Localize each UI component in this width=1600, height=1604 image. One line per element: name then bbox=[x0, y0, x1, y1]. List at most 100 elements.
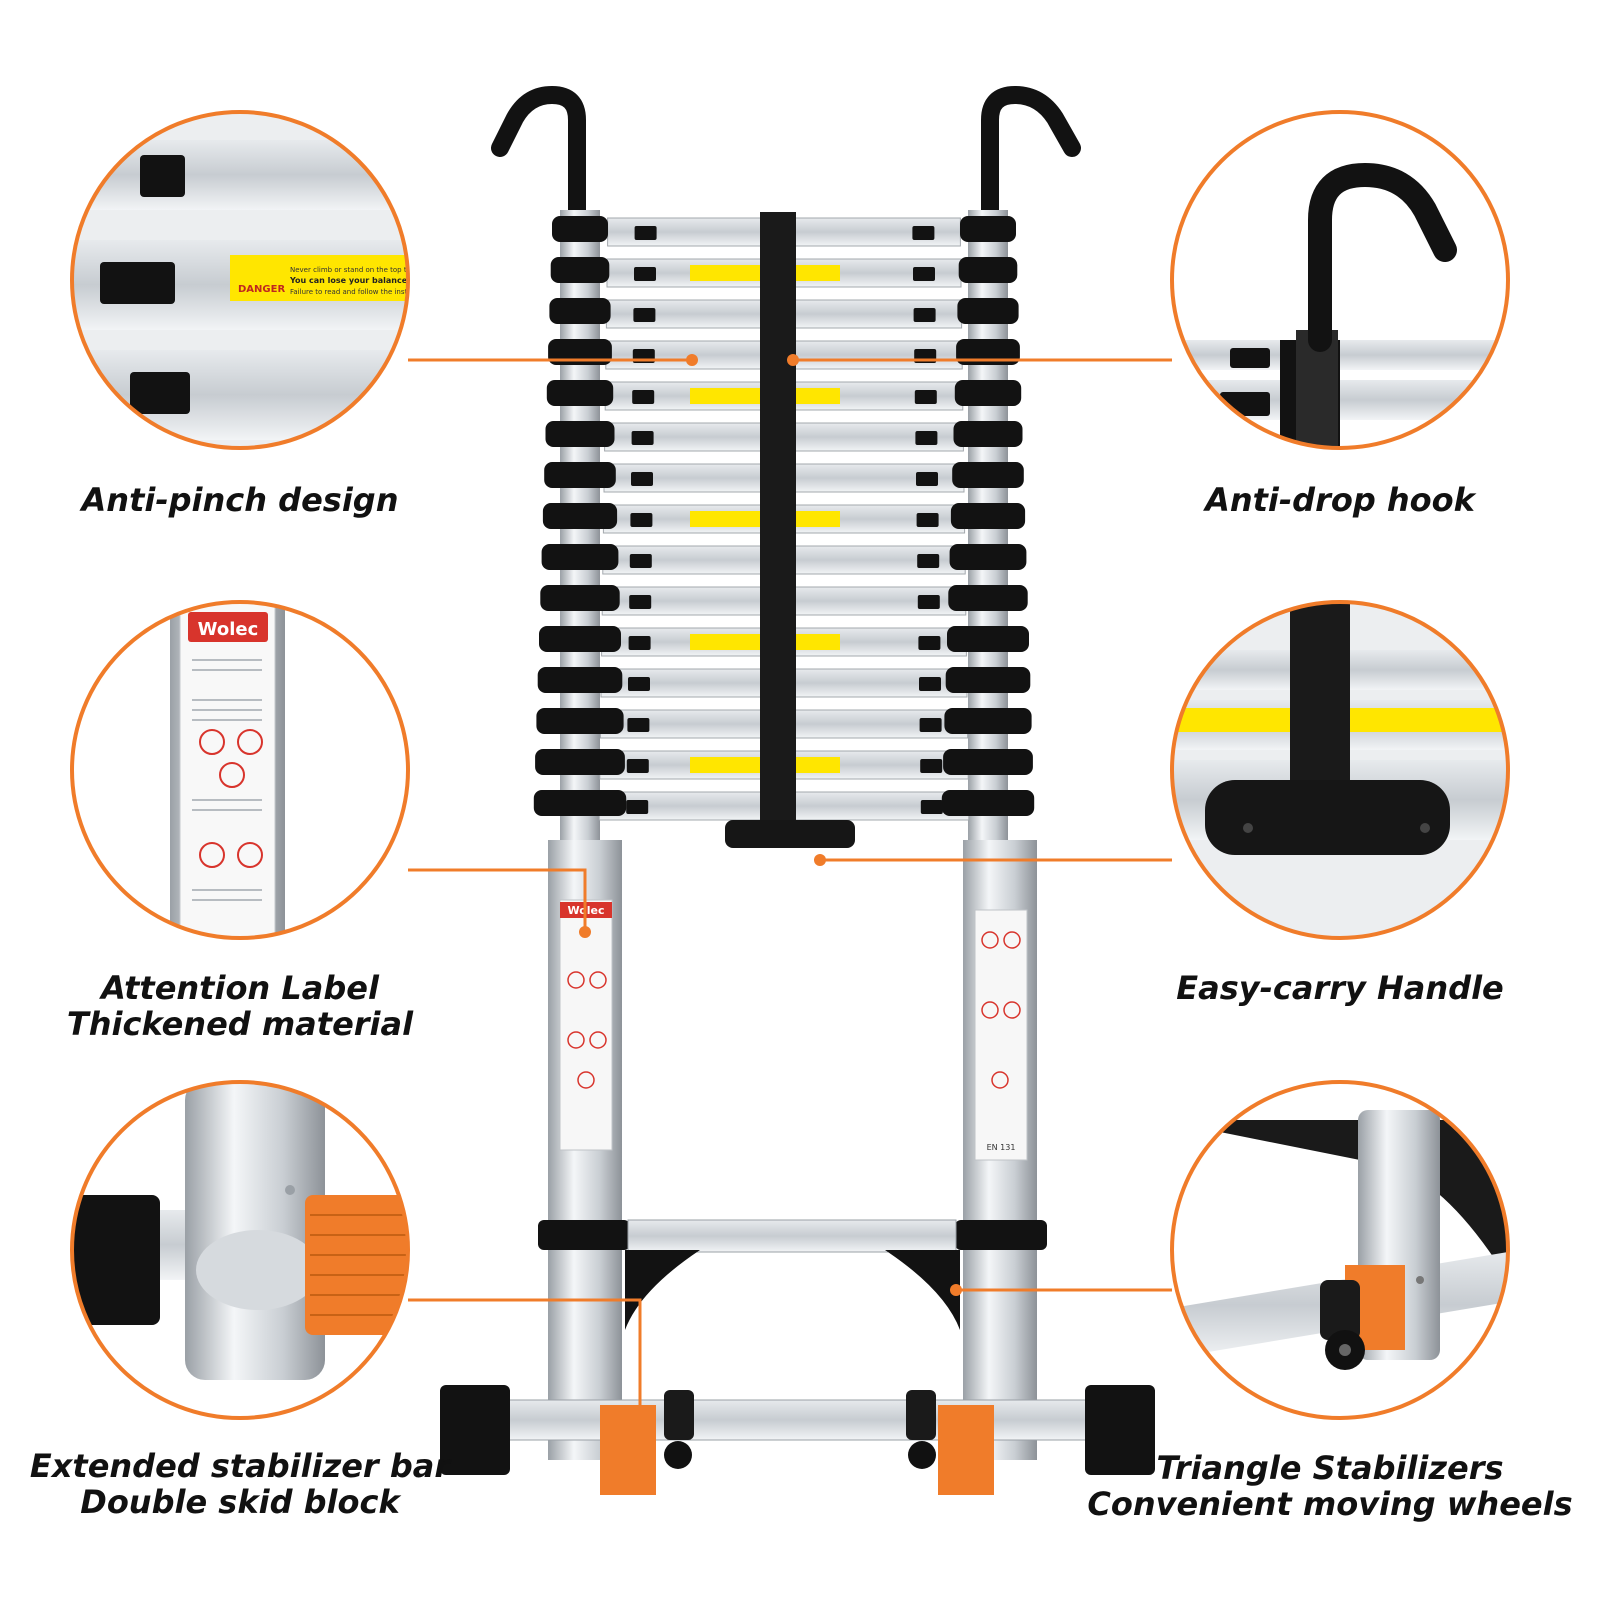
rung-lock-right bbox=[916, 472, 938, 486]
left-collar bbox=[542, 503, 618, 529]
left-collar bbox=[550, 257, 610, 283]
rung-lock-left bbox=[628, 636, 651, 650]
handle-rivet-left-icon bbox=[1243, 823, 1253, 833]
bottom-collar-left bbox=[538, 1220, 630, 1250]
label-pictogram-icon bbox=[981, 931, 999, 949]
caption-attention-label: Attention Label Thickened material bbox=[0, 970, 500, 1042]
right-triangle-stabilizer bbox=[885, 1250, 960, 1330]
right-label-standard: EN 131 bbox=[987, 1143, 1016, 1152]
right-collar bbox=[958, 257, 1018, 283]
rung-lock-left bbox=[628, 677, 650, 691]
left-collar bbox=[536, 708, 624, 734]
rung-lock-left bbox=[634, 267, 656, 281]
caption-triangle-stabilizer: Triangle Stabilizers Convenient moving w… bbox=[1070, 1450, 1590, 1522]
right-collar bbox=[953, 421, 1023, 447]
rung-lock-left bbox=[626, 759, 649, 773]
left-collar bbox=[545, 421, 615, 447]
rung-lock-right bbox=[917, 595, 940, 609]
detail-danger-text: DANGER bbox=[238, 284, 285, 295]
caption-stabilizer-line-1: Extended stabilizer bar bbox=[29, 1447, 451, 1485]
detail-warning-line-2: You can lose your balance bbox=[289, 276, 408, 285]
detail-stabilizer-bar bbox=[70, 1080, 410, 1420]
caption-stabilizer-bar: Extended stabilizer bar Double skid bloc… bbox=[0, 1448, 500, 1520]
label-pictogram-icon bbox=[567, 1031, 585, 1049]
rung-lock-left bbox=[631, 431, 654, 445]
left-collar bbox=[540, 585, 620, 611]
right-hook-icon bbox=[981, 85, 1081, 219]
rung-lock-left bbox=[633, 308, 656, 322]
rung-lock-right bbox=[920, 800, 943, 814]
right-collar bbox=[944, 708, 1032, 734]
hook-closeup-icon bbox=[1308, 162, 1457, 352]
rung-lock-left bbox=[630, 513, 653, 527]
right-collar bbox=[941, 790, 1035, 816]
left-collar bbox=[537, 667, 623, 693]
rung-lock-right bbox=[916, 513, 939, 527]
telescopic-ladder: Wolec EN 131 bbox=[440, 85, 1155, 1495]
carry-handle bbox=[725, 820, 855, 848]
rung-lock-left bbox=[627, 718, 650, 732]
left-wheel-icon bbox=[664, 1441, 692, 1469]
detail-easy-carry-handle bbox=[1170, 600, 1510, 940]
label-pictogram-icon bbox=[589, 1031, 607, 1049]
left-hook-icon bbox=[491, 85, 586, 219]
connector-dot-stabilizer bbox=[634, 1454, 646, 1466]
detail-warning-line-3: Failure to read and follow the instructi… bbox=[290, 288, 436, 296]
right-wheel-icon bbox=[908, 1441, 936, 1469]
left-collar bbox=[541, 544, 619, 570]
rung-lock-right bbox=[918, 636, 941, 650]
left-collar bbox=[549, 298, 611, 324]
connector-dot-triangle bbox=[950, 1284, 962, 1296]
left-collar bbox=[544, 462, 616, 488]
right-collar bbox=[943, 749, 1033, 775]
caption-anti-drop-line-1: Anti-drop hook bbox=[1205, 481, 1475, 519]
label-pictogram-icon bbox=[567, 971, 585, 989]
label-pictogram-icon bbox=[1003, 931, 1021, 949]
connector-attention-label bbox=[408, 868, 587, 930]
bottom-rung bbox=[627, 1219, 957, 1253]
bottom-collar-right bbox=[955, 1220, 1047, 1250]
connector-stabilizer-bar bbox=[408, 1298, 642, 1460]
right-collar bbox=[950, 503, 1026, 529]
rung-lock-left bbox=[629, 554, 652, 568]
stabilizer-bar bbox=[469, 1399, 1111, 1441]
right-collar bbox=[952, 462, 1024, 488]
connector-dot-attention bbox=[579, 926, 591, 938]
label-pictogram-icon bbox=[1003, 1001, 1021, 1019]
connector-dot-easy-carry bbox=[814, 854, 826, 866]
label-pictogram-icon bbox=[589, 971, 607, 989]
caption-attention-line-1: Attention Label bbox=[101, 969, 379, 1007]
left-skid-block bbox=[440, 1385, 510, 1475]
callout-connectors bbox=[408, 358, 1172, 1460]
label-pictograms bbox=[567, 931, 1021, 1089]
rung-lock-right bbox=[919, 718, 942, 732]
carry-strap bbox=[760, 212, 796, 830]
right-collar bbox=[948, 585, 1028, 611]
left-wheel-bracket bbox=[664, 1390, 694, 1440]
rung-lock-left bbox=[626, 800, 649, 814]
label-pictogram-icon bbox=[991, 1071, 1009, 1089]
rung-lock-left bbox=[632, 390, 655, 404]
right-collar bbox=[947, 626, 1029, 652]
left-collar bbox=[546, 380, 614, 406]
right-collar bbox=[954, 380, 1022, 406]
right-collar bbox=[949, 544, 1027, 570]
caption-anti-drop: Anti-drop hook bbox=[1080, 482, 1600, 518]
caption-anti-pinch: Anti-pinch design bbox=[0, 482, 500, 518]
rung-lock-right bbox=[919, 677, 941, 691]
handle-rivet-right-icon bbox=[1420, 823, 1430, 833]
right-collar bbox=[957, 298, 1019, 324]
right-collar bbox=[960, 216, 1016, 242]
detail-triangle-stabilizer bbox=[1170, 1080, 1510, 1420]
connector-dot-anti-pinch bbox=[686, 354, 698, 366]
right-foot-orange bbox=[938, 1405, 994, 1495]
rung-lock-right bbox=[920, 759, 943, 773]
right-skid-block bbox=[1085, 1385, 1155, 1475]
caption-triangle-line-1: Triangle Stabilizers bbox=[1156, 1449, 1504, 1487]
rung-lock-right bbox=[914, 390, 937, 404]
detail-warning-line-1: Never climb or stand on the top three bbox=[290, 266, 422, 274]
left-foot-orange bbox=[600, 1405, 656, 1495]
right-attention-label: EN 131 bbox=[974, 909, 1028, 1161]
caption-stabilizer-line-2: Double skid block bbox=[80, 1483, 400, 1521]
